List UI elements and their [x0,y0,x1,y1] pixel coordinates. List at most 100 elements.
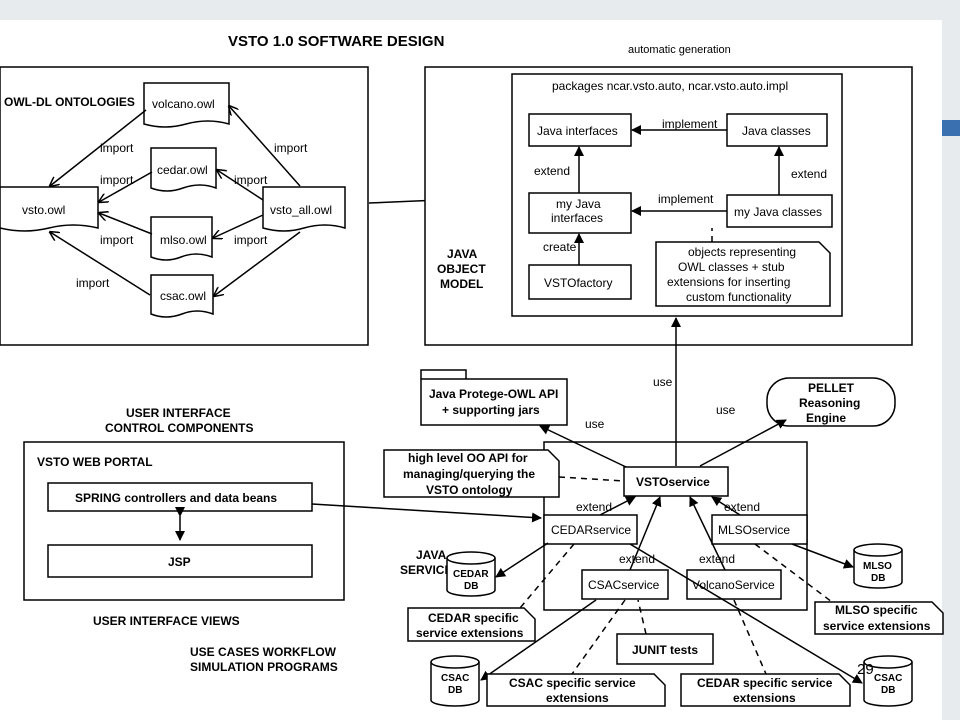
my-java-interfaces-box [528,192,632,234]
import-label: import [76,276,110,290]
pellet-engine: PELLET Reasoning Engine [766,377,896,427]
objects-note: objects representing OWL classes + stub … [655,241,831,307]
svg-text:CEDAR: CEDAR [453,569,489,580]
java-model-label: OBJECT [437,262,486,276]
svg-text:cedar.owl: cedar.owl [157,163,208,177]
implement-label: implement [662,117,718,131]
import-label: import [100,233,134,247]
volcano-owl-doc: volcano.owl [143,82,230,128]
svg-text:MLSO: MLSO [863,561,892,572]
page-number: 29 [857,661,874,678]
svg-text:MLSO specific: MLSO specific [835,603,918,617]
diagram-title: VSTO 1.0 SOFTWARE DESIGN [228,33,444,50]
svg-text:CSAC: CSAC [441,673,469,684]
svg-text:PELLET: PELLET [808,381,855,395]
vsto-factory-label: VSTOfactory [544,276,612,290]
web-portal-label: VSTO WEB PORTAL [37,455,153,469]
mlso-owl-doc: mlso.owl [150,216,213,261]
svg-text:high level OO API for: high level OO API for [408,451,528,465]
csac-db-right: CSAC DB [863,655,913,707]
cedar-service-box [543,514,638,545]
svg-text:CEDAR specific service: CEDAR specific service [697,676,833,690]
vsto-all-owl-doc: vsto_all.owl [262,186,346,232]
create-label: create [543,240,577,254]
my-java-interfaces-label: interfaces [551,211,603,225]
mlso-db: MLSO DB [853,543,903,589]
extend-label: extend [699,552,735,566]
ui-control-heading: CONTROL COMPONENTS [105,421,253,435]
svg-text:custom functionality: custom functionality [686,290,791,304]
import-label: import [234,233,268,247]
mlso-service-label: MLSOservice [718,523,790,537]
svg-text:Engine: Engine [806,411,846,425]
svg-text:managing/querying the: managing/querying the [403,467,535,481]
svg-text:DB: DB [464,581,478,592]
extend-label: extend [576,500,612,514]
svg-text:extensions: extensions [546,691,609,705]
cedar-extensions-note: CEDAR specific service extensions [407,607,536,642]
volcano-service-label: VolcanoService [692,578,775,592]
java-services-label: SERVICES [400,563,460,577]
cedar-service-label: CEDARservice [551,523,631,537]
svg-text:vsto.owl: vsto.owl [22,203,65,217]
svg-text:CSAC: CSAC [874,673,902,684]
svg-text:mlso.owl: mlso.owl [160,233,207,247]
svg-text:Java Protege-OWL API: Java Protege-OWL API [429,387,558,401]
mlso-service-box [711,514,808,545]
svg-text:+ supporting jars: + supporting jars [442,403,540,417]
extend-label: extend [724,500,760,514]
svg-text:CEDAR specific: CEDAR specific [428,611,519,625]
svg-text:OWL classes + stub: OWL classes + stub [678,260,785,274]
import-label: import [274,141,308,155]
csac-db: CSAC DB [430,655,480,707]
svg-text:CSAC specific service: CSAC specific service [509,676,636,690]
java-services-label: JAVA [416,548,447,562]
jsp-label: JSP [168,555,191,569]
java-interfaces-label: Java interfaces [537,124,618,138]
extend-label: extend [534,164,570,178]
junit-label: JUNIT tests [632,643,698,657]
vsto-factory-box [528,264,632,300]
java-classes-label: Java classes [742,124,811,138]
volcano-service-box [686,569,782,600]
cedar-extensions-note-2: CEDAR specific service extensions [680,673,851,707]
use-label: use [653,375,673,389]
protege-api-package: Java Protege-OWL API + supporting jars [420,369,568,426]
extend-label: extend [619,552,655,566]
csac-service-box [581,569,669,600]
cedar-owl-doc: cedar.owl [150,147,217,192]
vsto-owl-doc: vsto.owl [0,186,99,232]
csac-service-label: CSACservice [588,578,660,592]
svg-text:csac.owl: csac.owl [160,289,206,303]
svg-text:vsto_all.owl: vsto_all.owl [270,203,332,217]
jsp-box [47,544,313,578]
import-label: import [100,141,134,155]
cedar-db: CEDAR DB [446,551,496,597]
my-java-classes-label: my Java classes [734,205,822,219]
ui-views-label: USER INTERFACE VIEWS [93,614,240,628]
accent-bar [942,120,960,136]
csac-owl-doc: csac.owl [150,274,214,318]
use-label: use [716,403,736,417]
svg-text:extensions: extensions [733,691,796,705]
vsto-service-box [623,466,729,497]
svg-text:Reasoning: Reasoning [799,396,860,410]
my-java-interfaces-label: my Java [556,197,601,211]
api-note: high level OO API for managing/querying … [383,449,560,498]
packages-label: packages ncar.vsto.auto, ncar.vsto.auto.… [552,79,788,93]
ui-control-heading: USER INTERFACE [126,406,231,420]
svg-text:service extensions: service extensions [823,619,931,633]
svg-text:DB: DB [881,685,895,696]
import-label: import [100,173,134,187]
java-model-label: JAVA [447,247,478,261]
workflow-label: USE CASES WORKFLOW [190,645,337,659]
svg-text:DB: DB [871,573,885,584]
mlso-extensions-note: MLSO specific service extensions [814,601,944,635]
svg-text:service extensions: service extensions [416,626,524,640]
implement-label: implement [658,192,714,206]
svg-text:volcano.owl: volcano.owl [152,97,215,111]
svg-text:VSTO ontology: VSTO ontology [426,483,513,497]
csac-extensions-note: CSAC specific service extensions [486,673,666,707]
